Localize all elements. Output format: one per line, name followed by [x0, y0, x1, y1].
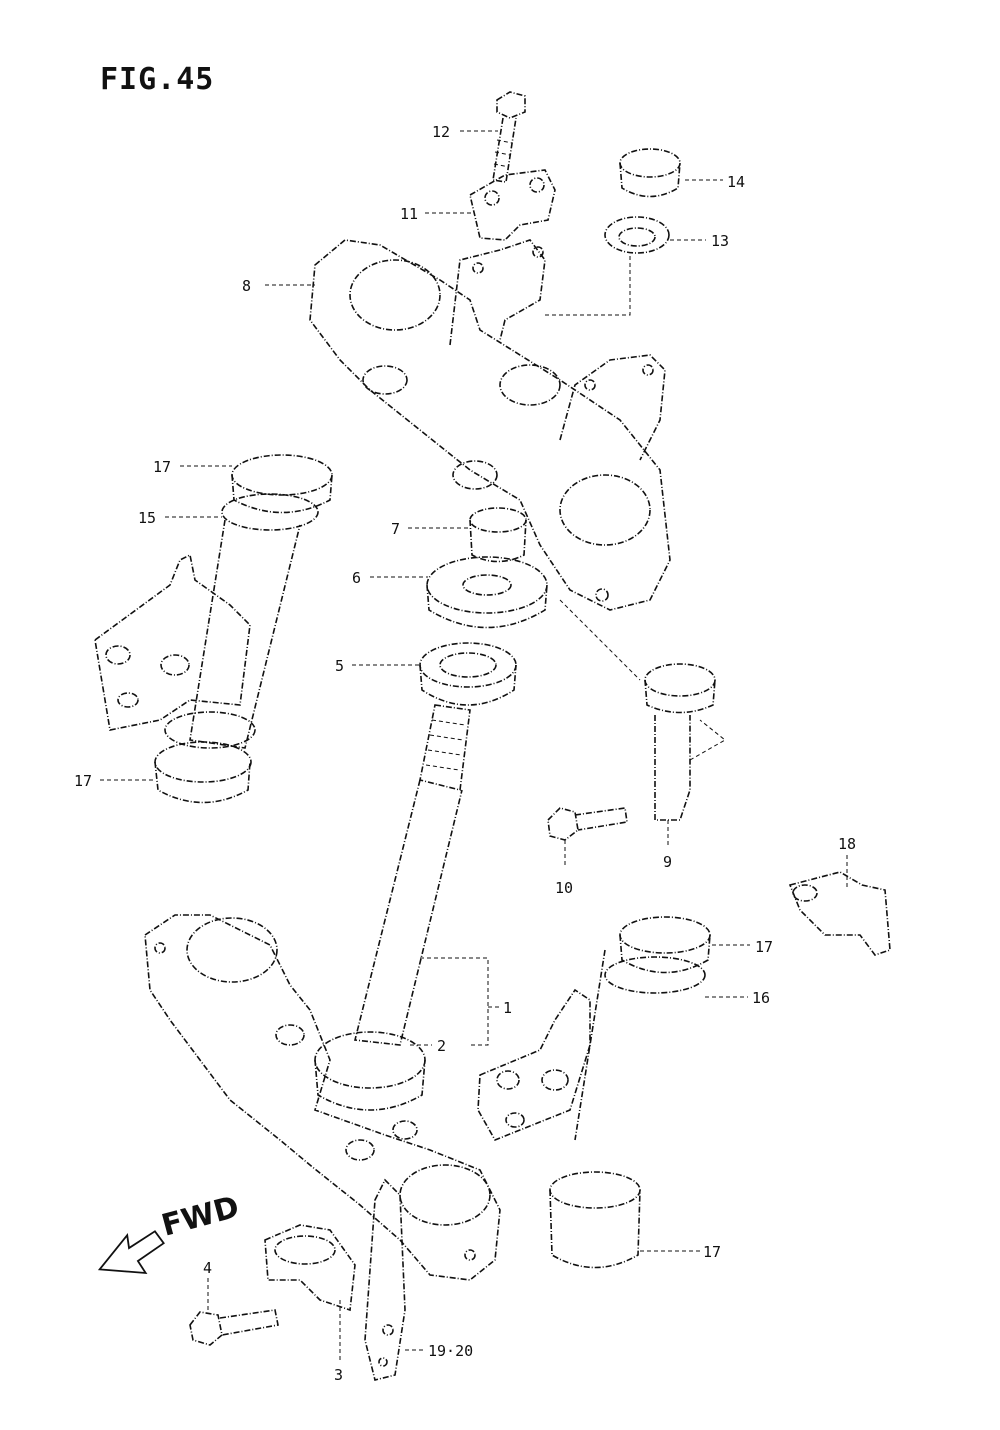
- grommet-part-17-lower-left: [154, 741, 252, 804]
- fitting-part-18: [788, 871, 891, 956]
- callout-10: 10: [555, 879, 573, 897]
- clamp-part-11: [469, 169, 556, 241]
- callout-13: 13: [711, 232, 729, 250]
- fork-guard-part-15: [94, 454, 333, 749]
- bolt-part-12: [492, 91, 526, 183]
- nut-part-7: [469, 507, 527, 563]
- callout-7: 7: [391, 520, 400, 538]
- leader-lines: [100, 130, 848, 1362]
- fork-guard-part-16: [477, 949, 706, 1142]
- plate-part-19-20: [364, 1178, 406, 1381]
- callout-14: 14: [727, 173, 745, 191]
- forward-arrow-icon: [97, 1230, 165, 1275]
- washer-part-6: [426, 556, 548, 629]
- callout-3: 3: [334, 1366, 343, 1384]
- bolt-part-10: [547, 807, 628, 841]
- callout-5: 5: [335, 657, 344, 675]
- clamp-part-3: [264, 1224, 356, 1312]
- steering-stem-part-2: [314, 704, 471, 1111]
- callout-1: 1: [503, 999, 512, 1017]
- callout-17-lower-left: 17: [74, 772, 92, 790]
- callout-12: 12: [432, 123, 450, 141]
- bolt-part-4: [189, 1309, 279, 1346]
- cap-part-14: [619, 148, 681, 198]
- callout-17-upper-right: 17: [755, 938, 773, 956]
- callout-18: 18: [838, 835, 856, 853]
- callout-19-20: 19·20: [428, 1342, 473, 1360]
- callout-17-lower-right: 17: [703, 1243, 721, 1261]
- grommet-part-17-lower-right: [549, 1171, 641, 1269]
- upper-bracket-part-8: [309, 239, 671, 611]
- callout-8: 8: [242, 277, 251, 295]
- bracket-part-9: [644, 663, 726, 821]
- callout-6: 6: [352, 569, 361, 587]
- callout-16: 16: [752, 989, 770, 1007]
- callout-4: 4: [203, 1259, 212, 1277]
- fwd-label: FWD: [158, 1190, 243, 1244]
- callout-15: 15: [138, 509, 156, 527]
- callout-17-upper-left: 17: [153, 458, 171, 476]
- callout-9: 9: [663, 853, 672, 871]
- callout-2: 2: [437, 1037, 446, 1055]
- washer-part-13: [604, 216, 670, 254]
- callout-11: 11: [400, 205, 418, 223]
- figure-title: FIG.45: [100, 62, 215, 97]
- lower-bracket-part-1: [144, 914, 501, 1281]
- grommet-part-17-upper-right: [619, 916, 711, 974]
- bearing-part-5: [419, 642, 517, 706]
